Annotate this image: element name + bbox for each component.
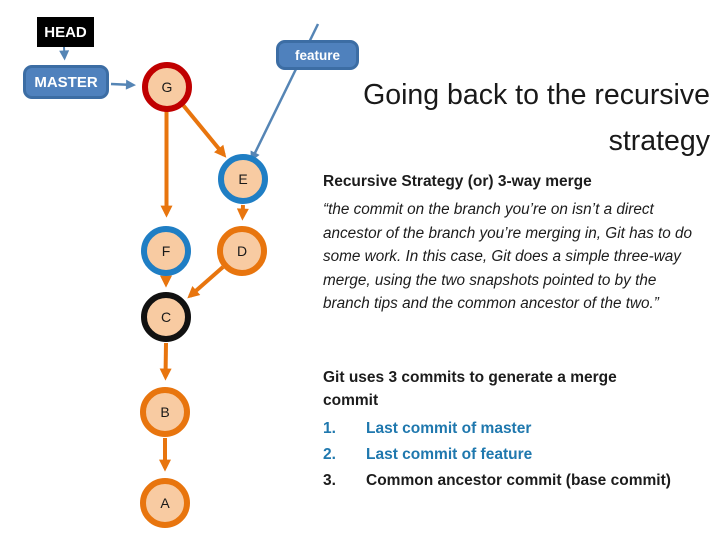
arrow-head-to-master [59, 46, 70, 61]
list-item: 3. Common ancestor commit (base commit) [323, 472, 719, 490]
head-pointer-box: HEAD [37, 17, 94, 47]
list-item-number: 1. [323, 420, 336, 437]
list-item-number: 3. [323, 472, 336, 489]
commit-node-c: C [141, 292, 191, 342]
section-recursive-strategy: Recursive Strategy (or) 3-way merge “the… [323, 170, 717, 316]
commit-node-b: B [140, 387, 190, 437]
commit-node-a: A [140, 478, 190, 528]
list-item-text: Last commit of feature [366, 446, 533, 463]
section1-quote: “the commit on the branch you’re on isn’… [323, 201, 693, 312]
list-item-number: 2. [323, 446, 336, 463]
section2-heading: Git uses 3 commits to generate a merge c… [323, 369, 617, 409]
commit-node-e: E [218, 154, 268, 204]
edge-e-d [236, 204, 249, 221]
commit-node-d: D [217, 226, 267, 276]
edge-d-c [187, 265, 225, 299]
edge-g-e [181, 103, 227, 158]
list-item: 1. Last commit of master [323, 420, 719, 438]
slide-title: Going back to the recursive strategy [363, 79, 710, 157]
edge-c-b [159, 342, 172, 381]
commit-node-g: G [142, 62, 192, 112]
commit-list: 1. Last commit of master 2. Last commit … [323, 420, 719, 490]
list-item-text: Common ancestor commit (base commit) [366, 472, 671, 489]
commit-node-f: F [141, 226, 191, 276]
master-branch-box: MASTER [23, 65, 109, 99]
section1-heading: Recursive Strategy (or) 3-way merge [323, 173, 592, 190]
list-item-text: Last commit of master [366, 420, 532, 437]
arrow-master-to-g [110, 79, 136, 90]
list-item: 2. Last commit of feature [323, 446, 719, 464]
section-three-commits: Git uses 3 commits to generate a merge c… [323, 366, 719, 490]
feature-branch-box: feature [276, 40, 359, 70]
